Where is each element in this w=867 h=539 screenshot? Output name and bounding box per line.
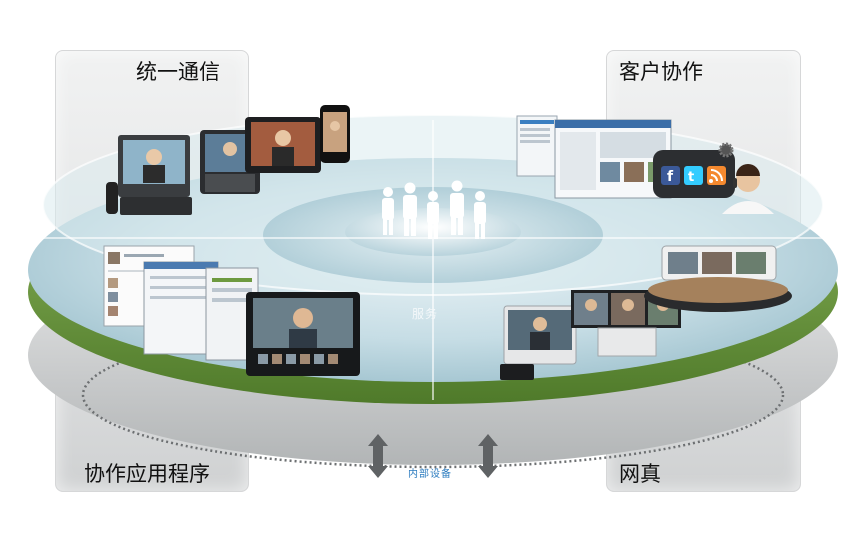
twitter-icon: t (684, 166, 703, 185)
telepresence-systems (500, 245, 792, 380)
rss-icon (707, 166, 726, 185)
title-collaboration-applications: 协作应用程序 (84, 462, 210, 486)
down-up-arrow-icon (368, 434, 498, 478)
center-services-label: 服务 (412, 307, 439, 321)
customer-web-screens: f t (516, 115, 774, 214)
gear-icon (718, 142, 734, 158)
title-telepresence: 网真 (619, 462, 661, 486)
agent-headset-person (722, 164, 774, 214)
application-screens (103, 245, 360, 376)
title-customer-collaboration: 客户协作 (619, 60, 703, 84)
svg-text:f: f (667, 169, 674, 185)
people-silhouette-icon (382, 180, 486, 239)
title-unified-communications: 统一通信 (136, 60, 220, 84)
facebook-icon: f (661, 166, 680, 185)
svg-text:t: t (688, 170, 694, 185)
video-phone-devices (106, 105, 350, 215)
on-premise-devices-label: 内部设备 (408, 469, 452, 480)
